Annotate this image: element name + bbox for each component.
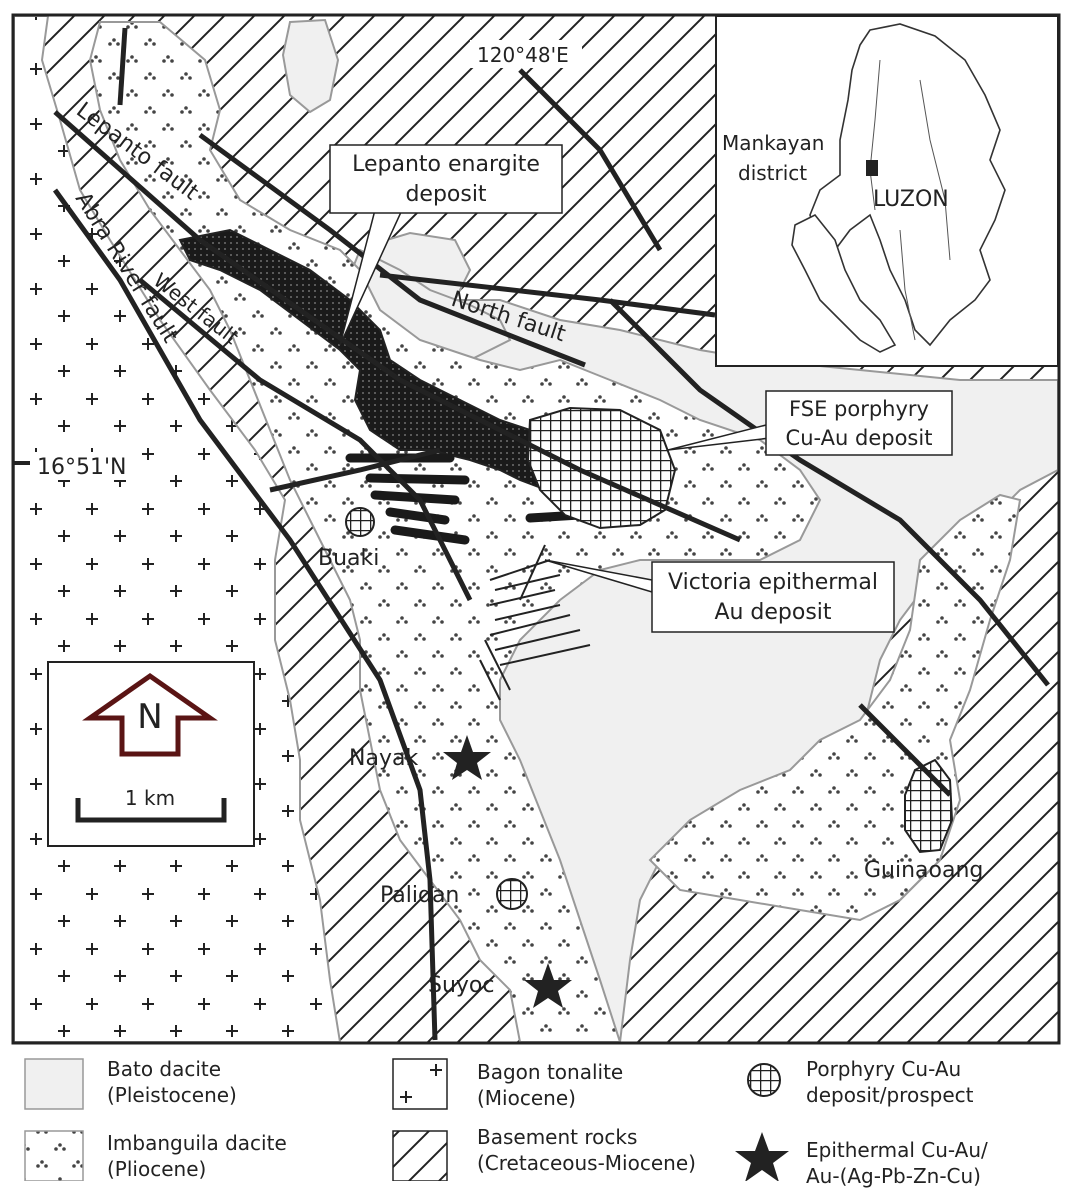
fse-callout-line-1: FSE porphyry [789, 397, 929, 421]
inset-map: Mankayan district LUZON [715, 16, 1058, 367]
lepanto-callout-line-1: Lepanto enargite [352, 152, 540, 177]
victoria-callout-line-2: Au deposit [714, 600, 831, 625]
east-fault-line [608, 298, 1050, 687]
west-fault-line [138, 278, 473, 602]
victoria-callout-line-1: Victoria epithermal [668, 570, 878, 595]
fault-lines [52, 27, 1050, 1041]
abra-river-fault-line [52, 188, 438, 1041]
longitude-label: 120°48'E [477, 43, 569, 67]
legend-bato-text: Bato dacite (Pleistocene) [107, 1057, 237, 1107]
scale-label: 1 km [125, 786, 175, 810]
guinaoang-label: Guinaoang [864, 858, 983, 883]
latitude-label: 16°51'N [37, 455, 127, 480]
fse-callout-line-2: Cu-Au deposit [786, 426, 933, 450]
callout-leaders [339, 209, 771, 594]
fse-callout: FSE porphyry Cu-Au deposit [765, 390, 953, 456]
legend-basement-text: Basement rocks (Cretaceous-Miocene) [477, 1125, 696, 1175]
northeast-fault-line [518, 68, 663, 252]
lepanto-callout: Lepanto enargite deposit [329, 144, 563, 214]
buaki-label: Buaki [318, 546, 379, 571]
nayak-star-icon [443, 735, 491, 780]
legend-epithermal-star-icon [735, 1132, 789, 1181]
legend-imbanguila-swatch [24, 1130, 84, 1181]
north-letter: N [137, 697, 162, 737]
scale-bar [75, 798, 227, 823]
inset-district-line-1: Mankayan [722, 131, 824, 155]
victoria-callout: Victoria epithermal Au deposit [651, 561, 895, 633]
victoria-veins [479, 544, 591, 701]
suyoc-star-icon [524, 963, 572, 1008]
northwest-fault-line [117, 27, 128, 106]
luzon-interior-lines [869, 59, 951, 341]
lepanto-fault-line [53, 110, 742, 543]
north-arrow-box: N 1 km [47, 661, 255, 847]
mankayan-district-marker [866, 160, 878, 176]
legend-epithermal-text: Epithermal Cu-Au/ Au-(Ag-Pb-Zn-Cu) [806, 1138, 988, 1188]
legend-porphyry-icon [747, 1063, 781, 1097]
bato-dacite-patch-north [281, 18, 340, 114]
north-arrow-icon [82, 672, 218, 757]
guinaoang-fault-line [858, 703, 952, 797]
legend-porphyry-text: Porphyry Cu-Au deposit/prospect [806, 1057, 974, 1107]
nayak-label: Nayak [349, 746, 418, 771]
west-splay-fault [269, 447, 441, 493]
lepanto-callout-line-2: deposit [405, 182, 486, 207]
northern-boundary-fault [379, 272, 716, 318]
suyoc-label: Suyoc [428, 973, 494, 998]
buaki-marker [345, 507, 375, 537]
legend-bagon-swatch [392, 1058, 448, 1110]
legend-imbanguila-text: Imbanguila dacite (Pliocene) [107, 1131, 287, 1181]
map-body: Lepanto fault Abra River fault West faul… [14, 16, 1058, 1042]
inset-island-label: LUZON [873, 187, 949, 212]
legend [24, 1058, 789, 1181]
legend-basement-swatch [392, 1130, 448, 1181]
palidan-marker [496, 878, 528, 910]
luzon-peninsula [791, 213, 897, 353]
legend-bagon-text: Bagon tonalite (Miocene) [477, 1060, 624, 1110]
inset-district-line-2: district [738, 161, 807, 185]
legend-bato-swatch [24, 1058, 84, 1110]
legend-bagon-crosses [400, 1064, 442, 1103]
map-frame [11, 13, 1061, 1045]
palidan-label: Palidan [380, 883, 459, 908]
